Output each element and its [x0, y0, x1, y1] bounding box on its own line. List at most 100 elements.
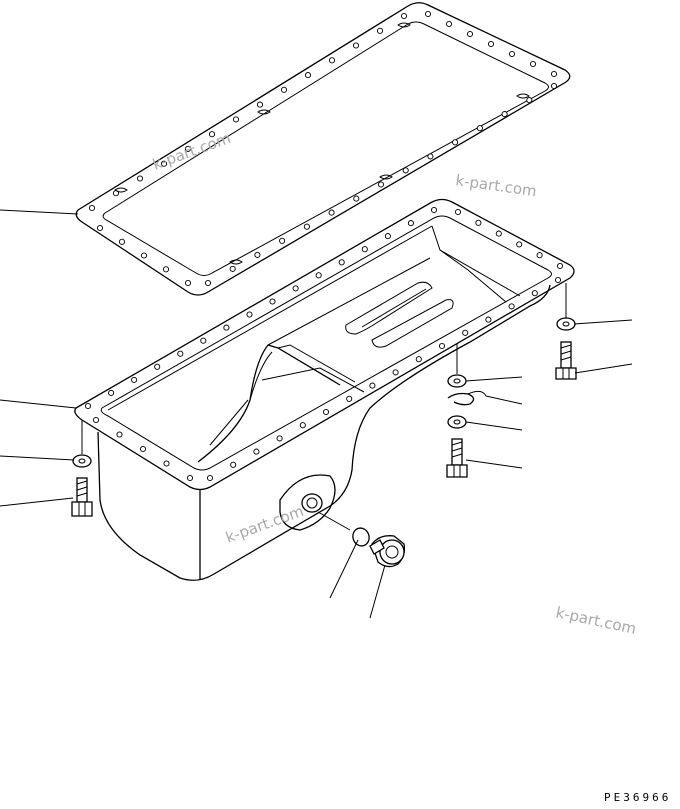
bolt-hole — [108, 389, 115, 396]
bolt-hole — [256, 101, 264, 108]
bolt-hole — [516, 241, 523, 248]
bolt-hole — [279, 237, 286, 244]
bolt-hole — [531, 290, 538, 297]
watermark-text: k-part.com — [554, 603, 638, 638]
clip-ring — [447, 390, 487, 406]
bolt-hole — [466, 30, 474, 38]
bolt-hole — [452, 139, 459, 146]
bolt-hole — [556, 262, 564, 270]
bolt-hole — [376, 27, 384, 34]
bolt-hole — [162, 266, 170, 273]
bolt-hole — [118, 238, 126, 245]
bolt-hole — [292, 285, 299, 292]
bolt-hole — [184, 145, 192, 152]
leader-lines — [0, 209, 633, 619]
bolt-hole — [407, 220, 414, 227]
bolt-hole — [315, 272, 322, 279]
bolt-hole — [229, 265, 236, 272]
bolt-hole — [445, 20, 453, 28]
bolt-left — [71, 477, 93, 517]
watermark-text: k-part.com — [150, 129, 233, 174]
watermark-text: k-part.com — [223, 502, 306, 547]
bolt-hole — [254, 251, 261, 258]
bolt-hole — [487, 40, 495, 48]
bolt-hole — [200, 337, 207, 344]
bolt-hole — [206, 474, 214, 482]
bolt-hole — [554, 276, 562, 284]
bolt-hole — [476, 125, 483, 132]
bolt-hole — [208, 131, 216, 138]
bolt-hole — [139, 445, 147, 453]
bolt-hole — [116, 431, 123, 438]
bolt-hole — [160, 160, 168, 167]
bolt-hole — [454, 208, 462, 216]
bolt-middle — [446, 438, 468, 478]
bolt-hole — [303, 223, 310, 230]
bolt-hole — [501, 111, 508, 118]
bolt-hole — [230, 461, 237, 468]
oil-pan-gasket — [75, 2, 571, 296]
bolt-hole — [427, 153, 434, 160]
bolt-hole — [253, 448, 260, 455]
bolt-hole — [154, 363, 161, 370]
bolt-hole — [526, 97, 533, 104]
bolt-hole — [415, 356, 422, 363]
oil-pan — [74, 198, 575, 581]
bolt-hole — [550, 82, 558, 90]
bolt-hole — [223, 324, 230, 331]
bolt-hole — [96, 224, 104, 232]
bolt-hole — [485, 316, 492, 323]
bolt-hole — [92, 416, 100, 424]
bolt-hole — [186, 474, 194, 482]
bolt-hole — [232, 116, 240, 123]
bolt-hole — [269, 298, 276, 305]
bolt-hole — [140, 252, 148, 259]
bolt-hole — [204, 279, 212, 287]
bolt-hole — [536, 252, 543, 259]
pan-bolt-holes — [84, 206, 564, 482]
bolt-hole — [280, 86, 288, 93]
bolt-hole — [402, 167, 409, 174]
bolt-hole — [392, 369, 399, 376]
bolt-hole — [361, 246, 368, 253]
bolt-hole — [304, 72, 312, 79]
bolt-hole — [400, 12, 408, 20]
bolt-hole — [369, 382, 376, 389]
bolt-hole — [299, 422, 306, 429]
watermark-text: k-part.com — [454, 171, 537, 200]
bolt-hole — [550, 70, 558, 78]
gasket-bolt-holes — [88, 10, 558, 287]
bolt-hole — [508, 303, 515, 310]
bolt-hole — [131, 376, 138, 383]
bolt-hole — [328, 57, 336, 64]
washer-middle — [447, 344, 467, 388]
bolt-hole — [377, 181, 385, 188]
bolt-hole — [424, 10, 432, 18]
bolt-hole — [384, 233, 391, 240]
bolt-hole — [475, 219, 482, 226]
washer-left — [72, 420, 92, 468]
bolt-hole — [338, 259, 345, 266]
bolt-hole — [529, 60, 537, 68]
bolt-hole — [84, 402, 92, 410]
washer-lower — [447, 415, 467, 429]
drain-plug-gasket — [317, 511, 370, 547]
bolt-hole — [346, 395, 353, 402]
bolt-hole — [88, 204, 96, 212]
washer-right-upper — [556, 283, 576, 331]
drawing-code: PE36966 — [604, 791, 671, 804]
bolt-hole — [136, 175, 144, 182]
bolt-hole — [322, 408, 330, 416]
bolt-hole — [495, 230, 502, 237]
bolt-hole — [352, 42, 360, 49]
bolt-hole — [184, 279, 192, 287]
bolt-hole — [246, 311, 253, 318]
bolt-hole — [328, 209, 335, 216]
bolt-hole — [177, 350, 184, 357]
bolt-hole — [430, 206, 438, 214]
bolt-hole — [163, 460, 170, 467]
bolt-hole — [438, 342, 446, 350]
bolt-hole — [508, 50, 516, 58]
